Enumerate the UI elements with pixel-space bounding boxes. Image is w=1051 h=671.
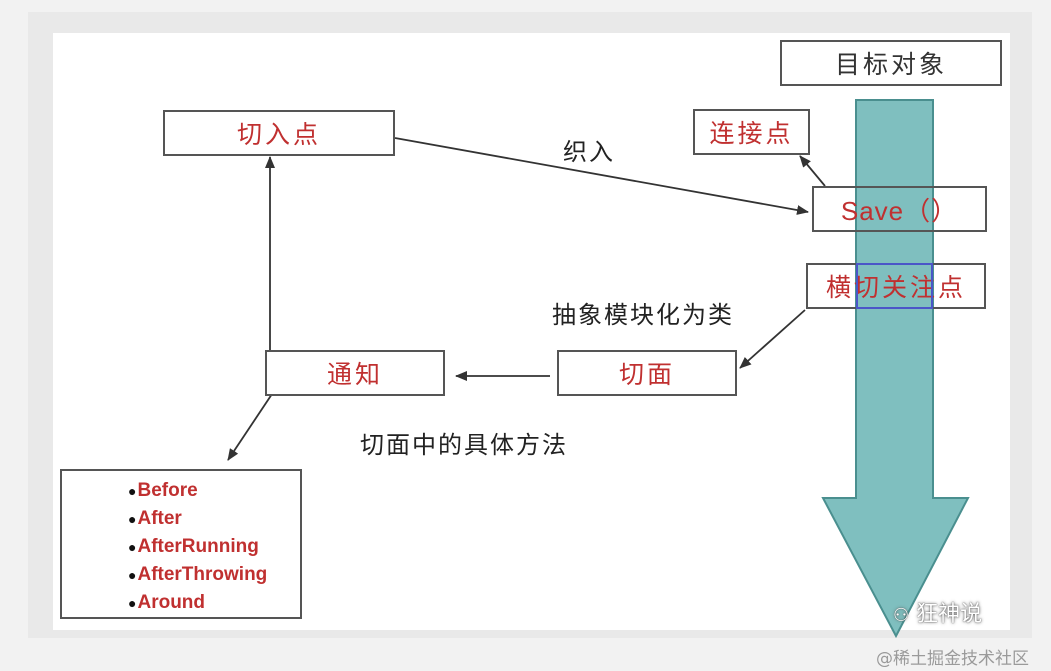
join-point-box: 连接点 [693, 109, 810, 155]
advice-type-item: ●Around [128, 592, 206, 613]
modularize-label: 抽象模块化为类 [552, 301, 734, 329]
advice-type-item: ●Before [128, 480, 198, 501]
advice-label: 通知 [326, 360, 383, 389]
advice-type-item: ●After [128, 508, 182, 529]
target-object-label: 目标对象 [834, 50, 947, 79]
advice-type-item: ●AfterRunning [128, 536, 259, 557]
flow-down-arrow [821, 99, 970, 639]
advice-box: 通知 [265, 350, 445, 396]
save-method-label: Save（） [840, 195, 959, 226]
pointcut-label: 切入点 [236, 120, 321, 149]
save-method-box: Save（） [812, 186, 987, 232]
advice-to-list-arrow [227, 393, 273, 461]
aspect-methods-label: 切面中的具体方法 [360, 431, 568, 459]
target-object-box: 目标对象 [780, 40, 1002, 86]
pointcut-box: 切入点 [163, 110, 395, 156]
wechat-icon: ⚇ [893, 605, 910, 626]
concern-highlight-frame [856, 263, 933, 309]
concern-to-aspect-arrow [739, 309, 806, 369]
aspect-box: 切面 [557, 350, 737, 396]
source-watermark: @稀土掘金技术社区 [876, 649, 1029, 669]
aspect-label: 切面 [618, 360, 675, 389]
advice-types-box: ●Before ●After ●AfterRunning ●AfterThrow… [60, 469, 302, 619]
advice-type-item: ●AfterThrowing [128, 564, 268, 585]
crosscutting-concern-label: 横切关注点 [825, 273, 966, 302]
join-point-label: 连接点 [709, 119, 794, 148]
channel-name: 狂神说 [916, 602, 983, 627]
weaving-arrow [394, 137, 809, 215]
wechat-watermark: ⚇ 狂神说 [893, 596, 982, 628]
save-to-joinpoint-arrow [799, 155, 826, 187]
weaving-label: 织入 [563, 138, 615, 166]
